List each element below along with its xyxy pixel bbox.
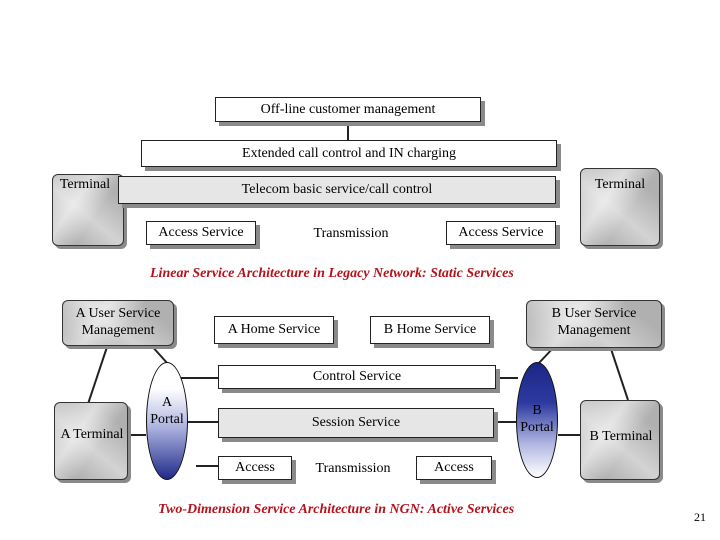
line-a-mgmt-portal — [149, 343, 169, 365]
transmission-label-bottom: Transmission — [315, 461, 391, 476]
extended-label: Extended call control and IN charging — [242, 145, 456, 161]
a-user-mgmt-label: A User Service Management — [75, 306, 161, 338]
a-portal-label: A Portal — [150, 395, 184, 427]
terminal-right-label: Terminal — [594, 177, 646, 192]
access-right-label: Access Service — [458, 225, 544, 240]
control-service-box: Control Service — [218, 365, 496, 389]
access-left-label: Access Service — [158, 225, 244, 240]
a-home-label: A Home Service — [227, 322, 321, 337]
a-terminal-block — [54, 402, 128, 480]
access-right-box: Access — [416, 456, 492, 480]
line-b-mgmt-portal — [537, 345, 556, 365]
line-b-mgmt-terminal — [609, 345, 629, 401]
linear-architecture-caption: Linear Service Architecture in Legacy Ne… — [150, 266, 514, 281]
terminal-right-block — [580, 168, 660, 246]
offline-customer-management-box: Off-line customer management — [215, 97, 481, 122]
b-portal-oval — [516, 362, 558, 478]
b-portal-label: B Portal — [520, 403, 554, 435]
slide-number: 21 — [694, 510, 706, 524]
a-terminal-label: A Terminal — [60, 427, 124, 442]
b-home-service-box: B Home Service — [370, 316, 490, 344]
b-user-mgmt-label: B User Service Management — [551, 306, 637, 338]
a-home-service-box: A Home Service — [214, 316, 334, 344]
a-portal-oval — [146, 362, 188, 480]
access-left-bottom-label: Access — [235, 460, 275, 475]
a-user-mgmt-block — [62, 300, 174, 346]
b-user-mgmt-block — [526, 300, 662, 348]
b-home-label: B Home Service — [383, 322, 477, 337]
terminal-left-label: Terminal — [59, 177, 111, 192]
terminal-left-block — [52, 174, 124, 246]
line-a-mgmt-terminal — [87, 343, 109, 405]
telecom-basic-service-box: Telecom basic service/call control — [118, 176, 556, 204]
access-service-left-box: Access Service — [146, 221, 256, 245]
offline-label: Off-line customer management — [260, 101, 436, 117]
b-terminal-block — [580, 400, 660, 480]
telecom-label: Telecom basic service/call control — [241, 182, 433, 197]
access-left-box: Access — [218, 456, 292, 480]
two-dimension-architecture-caption: Two-Dimension Service Architecture in NG… — [158, 502, 515, 517]
session-service-box: Session Service — [218, 408, 494, 438]
control-label: Control Service — [312, 369, 402, 384]
transmission-label-top: Transmission — [313, 226, 389, 241]
access-service-right-box: Access Service — [446, 221, 556, 245]
session-label: Session Service — [311, 415, 401, 430]
b-terminal-label: B Terminal — [589, 429, 653, 444]
access-right-bottom-label: Access — [434, 460, 474, 475]
extended-call-control-box: Extended call control and IN charging — [141, 140, 557, 167]
